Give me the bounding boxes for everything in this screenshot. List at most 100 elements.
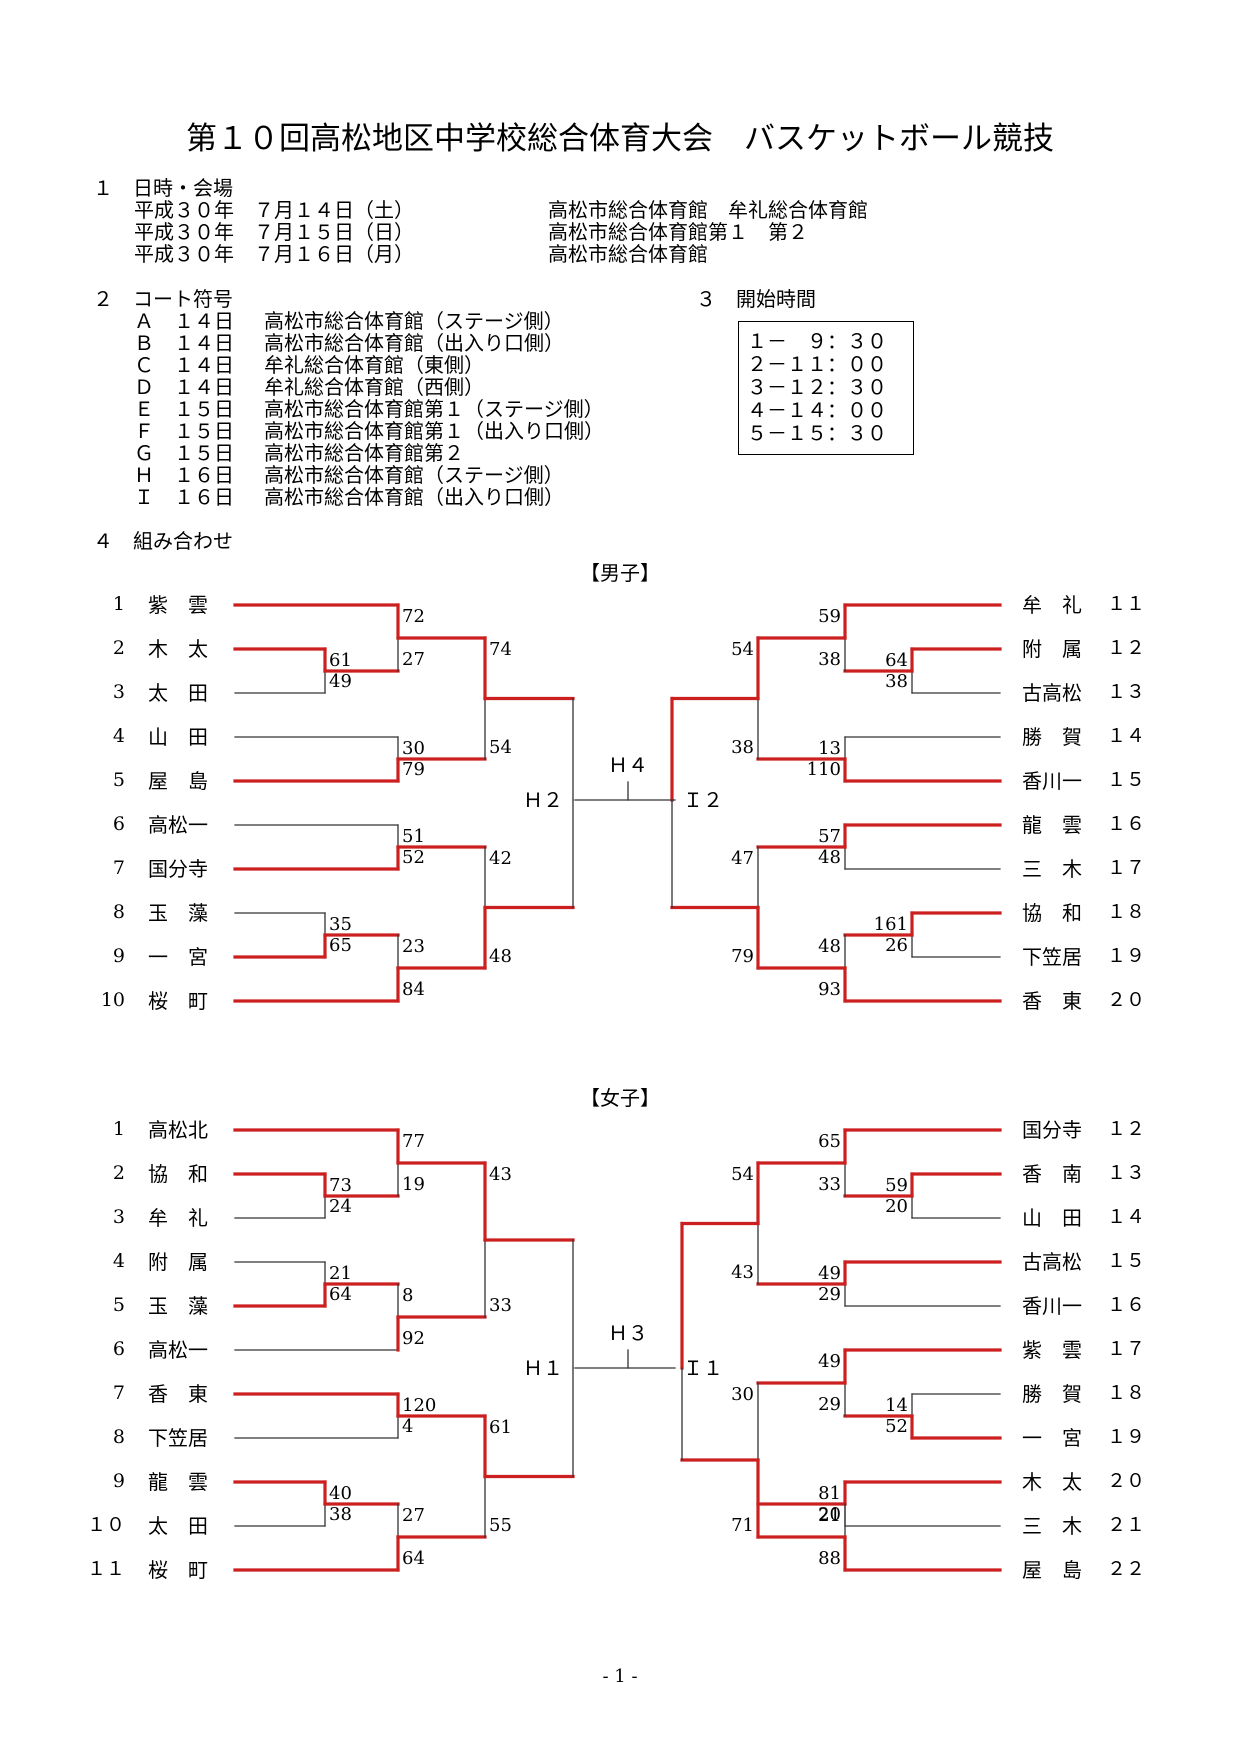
section1-heading: １ 日時・会場 — [93, 176, 233, 200]
match-score: 47 — [731, 848, 754, 869]
section2-heading: ２ コート符号 — [93, 287, 233, 311]
match-score: 48 — [818, 936, 841, 957]
match-score: 35 — [329, 914, 352, 935]
team-name: 下笠居 — [1022, 945, 1082, 969]
team-name: 香 東 — [1022, 989, 1082, 1013]
match-score: 38 — [329, 1504, 352, 1525]
match-score: 23 — [402, 936, 425, 957]
match-score: 49 — [818, 1263, 841, 1284]
court-code: Ａ １４日 — [134, 309, 234, 333]
match-score: 33 — [489, 1295, 512, 1316]
team-name: 木 太 — [1022, 1470, 1082, 1494]
team-name: 三 木 — [1022, 1514, 1082, 1538]
match-score: 24 — [329, 1196, 352, 1217]
court-code: Ｄ １４日 — [134, 375, 234, 399]
start-time: １－ ９：３０ — [747, 329, 887, 353]
team-name: 勝 賀 — [1022, 725, 1082, 749]
page-number: - 1 - — [602, 1666, 638, 1687]
schedule-date: 平成３０年 ７月１６日（月） — [134, 242, 414, 266]
team-seed: ２０ — [1106, 1470, 1145, 1492]
team-name: 山 田 — [148, 725, 208, 749]
match-score: 20 — [818, 1504, 841, 1525]
team-seed: １９ — [1106, 1426, 1145, 1448]
team-seed: 4 — [112, 725, 125, 747]
team-name: 龍 雲 — [148, 1470, 208, 1494]
court-code: Ｉ １６日 — [134, 485, 234, 509]
team-seed: 7 — [112, 857, 125, 879]
match-score: 65 — [818, 1131, 841, 1152]
team-seed: １５ — [1106, 1250, 1145, 1272]
team-seed: １８ — [1106, 1382, 1145, 1404]
team-seed: １２ — [1106, 637, 1145, 659]
team-seed: １６ — [1106, 813, 1145, 835]
match-score: 64 — [885, 650, 908, 671]
group-label: 【女子】 — [580, 1086, 660, 1110]
court-semi-right: Ｉ１ — [683, 1356, 723, 1380]
team-name: 国分寺 — [1022, 1118, 1082, 1142]
team-seed: １６ — [1106, 1294, 1145, 1316]
court-place: 高松市総合体育館（出入り口側） — [264, 485, 564, 509]
team-seed: １４ — [1106, 725, 1145, 747]
match-score: 30 — [731, 1384, 754, 1405]
team-seed: ２０ — [1106, 989, 1145, 1011]
court-code: Ｅ １５日 — [134, 397, 234, 421]
team-name: 下笠居 — [148, 1426, 208, 1450]
team-name: 屋 島 — [1022, 1558, 1082, 1582]
team-seed: 6 — [112, 813, 125, 835]
court-place: 牟礼総合体育館（東側） — [264, 353, 484, 377]
court-code: Ｂ １４日 — [134, 331, 234, 355]
court-semi-left: Ｈ２ — [523, 788, 563, 812]
match-score: 77 — [402, 1131, 425, 1152]
start-time: ５－１５：３０ — [747, 421, 887, 445]
match-score: 110 — [806, 759, 841, 780]
match-score: 33 — [818, 1174, 841, 1195]
team-name: 古高松 — [1022, 1250, 1082, 1274]
document-title: 第１０回高松地区中学校総合体育大会 バスケットボール競技 — [186, 121, 1054, 157]
team-name: 紫 雲 — [1022, 1338, 1082, 1362]
team-seed: 3 — [112, 1206, 125, 1228]
match-score: 4 — [402, 1416, 414, 1437]
team-name: 高松一 — [148, 813, 208, 837]
match-score: 59 — [885, 1175, 908, 1196]
team-name: 木 太 — [148, 637, 208, 661]
match-score: 19 — [402, 1174, 425, 1195]
match-score: 54 — [731, 1164, 754, 1185]
match-score: 49 — [818, 1351, 841, 1372]
match-score: 55 — [489, 1515, 512, 1536]
court-semi-right: Ｉ２ — [683, 788, 723, 812]
team-seed: １３ — [1106, 1162, 1145, 1184]
team-name: 香 東 — [148, 1382, 208, 1406]
match-score: 48 — [489, 946, 512, 967]
court-place: 高松市総合体育館第２ — [264, 441, 464, 465]
team-seed: 5 — [112, 1294, 125, 1316]
match-score: 40 — [329, 1483, 352, 1504]
team-name: 高松北 — [148, 1118, 208, 1142]
start-time: ４－１４：００ — [747, 398, 887, 422]
match-score: 64 — [329, 1284, 352, 1305]
court-semi-left: Ｈ１ — [523, 1356, 563, 1380]
section3-heading: ３ 開始時間 — [696, 287, 816, 311]
start-time-box: １－ ９：３０ ２－１１：００ ３－１２：３０ ４－１４：００ ５－１５：３０ — [738, 321, 914, 455]
court-code: Ｈ １６日 — [134, 463, 234, 487]
team-name: 玉 藻 — [148, 1294, 208, 1318]
team-name: 国分寺 — [148, 857, 208, 881]
team-seed: 9 — [112, 945, 125, 967]
match-score: 26 — [885, 935, 908, 956]
match-score: 51 — [402, 826, 425, 847]
match-score: 54 — [731, 639, 754, 660]
team-seed: １１ — [86, 1558, 125, 1580]
match-score: 20 — [885, 1196, 908, 1217]
team-seed: １４ — [1106, 1206, 1145, 1228]
match-score: 57 — [818, 826, 841, 847]
court-place: 高松市総合体育館（ステージ側） — [264, 463, 564, 487]
team-name: 太 田 — [148, 1514, 208, 1538]
match-score: 61 — [329, 650, 352, 671]
match-score: 73 — [329, 1175, 352, 1196]
match-score: 21 — [329, 1263, 352, 1284]
team-seed: １２ — [1106, 1118, 1145, 1140]
match-score: 52 — [402, 847, 425, 868]
match-score: 38 — [818, 649, 841, 670]
team-seed: 8 — [112, 1426, 125, 1448]
start-time: ３－１２：３０ — [747, 375, 887, 399]
